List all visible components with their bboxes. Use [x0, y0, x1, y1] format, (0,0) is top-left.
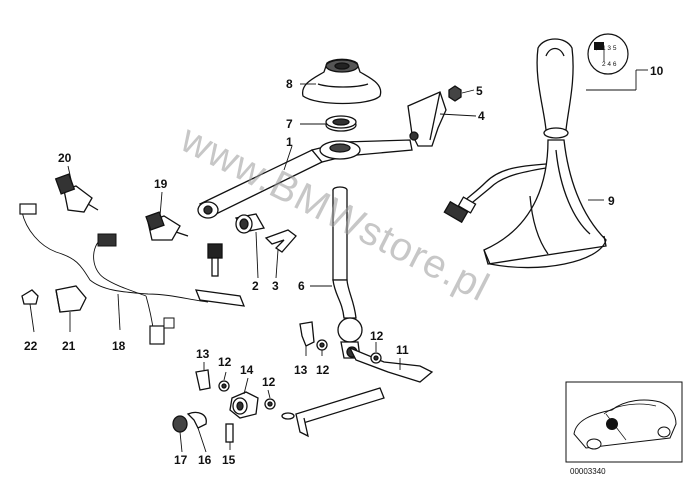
- callout-15: 15: [222, 453, 236, 467]
- part-16-spring-clip: [186, 411, 207, 429]
- part-2-bushing: [234, 213, 266, 234]
- part-12-washer-lower-left: [218, 380, 230, 392]
- callout-17: 17: [174, 453, 188, 467]
- part-14-joint-housing: [229, 391, 259, 419]
- part-13-clip-mid: [299, 321, 315, 347]
- part-20-switch: [54, 173, 99, 213]
- part-12-washer-lower-right: [264, 398, 276, 410]
- callout-3: 3: [272, 279, 279, 293]
- part-8-shift-boot-cover: [301, 58, 382, 105]
- callout-5: 5: [476, 84, 483, 98]
- part-7-bushing-ring: [325, 115, 357, 132]
- callout-19: 19: [154, 177, 168, 191]
- callout-18: 18: [112, 339, 126, 353]
- reference-code: 00003340: [570, 467, 606, 476]
- callout-10: 10: [650, 64, 664, 78]
- callout-12-lower: 12: [218, 355, 232, 369]
- shift-pattern-badge: 1 3 5 2 4 6: [587, 33, 629, 75]
- callout-16: 16: [198, 453, 212, 467]
- callout-14: 14: [240, 363, 254, 377]
- part-12-washer-mid: [316, 339, 328, 351]
- callout-21: 21: [62, 339, 76, 353]
- part-11-selector-rod: [281, 346, 434, 438]
- lever-switch-connector: [194, 243, 246, 307]
- part-5-nut: [448, 85, 462, 102]
- shift-pattern-bottom-row: 2 4 6: [602, 61, 617, 68]
- part-18-wiring-harness: [19, 203, 209, 345]
- callout-2: 2: [252, 279, 259, 293]
- callout-7: 7: [286, 117, 293, 131]
- callout-20: 20: [58, 151, 72, 165]
- part-13-clip-lower: [195, 369, 211, 391]
- callout-12-right: 12: [370, 329, 384, 343]
- leader-lines: [29, 69, 648, 453]
- location-marker: [606, 418, 618, 430]
- callout-6: 6: [298, 279, 305, 293]
- part-17-cap: [172, 415, 188, 433]
- knob-wire-harness: [443, 163, 547, 224]
- shift-pattern-top-row: 1 3 5: [602, 45, 617, 52]
- callout-22: 22: [24, 339, 38, 353]
- part-15-pin: [225, 423, 234, 443]
- part-22-grommet: [21, 289, 39, 305]
- callout-12-mid: 12: [316, 363, 330, 377]
- callout-13-mid: 13: [294, 363, 308, 377]
- part-1-selector-arm: [197, 139, 413, 219]
- part-6-shift-rod: [332, 186, 363, 359]
- part-4-bracket: [407, 91, 447, 147]
- callout-labels: 8 7 1 4 5 9 10 6 2 3 11 12 12 13 13 12 1…: [24, 64, 664, 467]
- callout-13-lower: 13: [196, 347, 210, 361]
- callout-4: 4: [478, 109, 485, 123]
- part-21-connector-housing: [55, 285, 87, 313]
- part-12-washer-right: [370, 352, 382, 364]
- callout-8: 8: [286, 77, 293, 91]
- part-10-gear-knob: [536, 38, 574, 139]
- callout-12-lower-right: 12: [262, 375, 276, 389]
- callout-11: 11: [396, 343, 409, 357]
- callout-9: 9: [608, 194, 615, 208]
- callout-1: 1: [286, 135, 293, 149]
- location-inset: [565, 381, 683, 463]
- part-19-switch: [145, 211, 189, 241]
- part-3-clip: [264, 229, 297, 253]
- part-9-gear-boot: [483, 139, 607, 269]
